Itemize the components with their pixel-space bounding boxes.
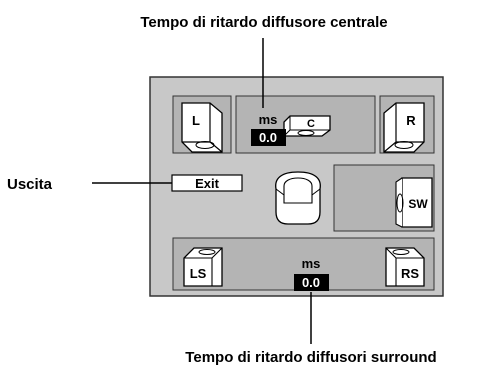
surround-delay-unit: ms bbox=[302, 256, 321, 271]
surround-delay-value-box[interactable] bbox=[294, 274, 329, 291]
speaker-sw-icon[interactable]: SW bbox=[395, 177, 433, 228]
speaker-label-r: R bbox=[406, 113, 416, 128]
center-delay-value-box[interactable] bbox=[251, 129, 286, 146]
speaker-l-icon[interactable]: L bbox=[181, 102, 223, 153]
speaker-label-l: L bbox=[192, 113, 200, 128]
center-delay-callout: Tempo di ritardo diffusore centrale bbox=[140, 14, 387, 31]
exit-callout: Uscita bbox=[7, 176, 53, 193]
listener-seat-icon bbox=[275, 171, 321, 225]
speaker-label-rs: RS bbox=[401, 266, 419, 281]
speaker-label-ls: LS bbox=[190, 266, 207, 281]
surround-delay-value: 0.0 bbox=[302, 275, 320, 290]
speaker-rs-icon[interactable]: RS bbox=[385, 247, 425, 287]
exit-button-label: Exit bbox=[195, 176, 220, 191]
speaker-c-icon[interactable]: C bbox=[283, 115, 331, 137]
speaker-ls-icon[interactable]: LS bbox=[183, 247, 223, 287]
center-delay-value: 0.0 bbox=[259, 130, 277, 145]
center-delay-unit: ms bbox=[259, 112, 278, 127]
speaker-label-sw: SW bbox=[408, 197, 428, 211]
surround-delay-callout: Tempo di ritardo diffusori surround bbox=[185, 349, 436, 366]
speaker-r-icon[interactable]: R bbox=[383, 102, 425, 153]
speaker-label-c: C bbox=[307, 118, 315, 130]
